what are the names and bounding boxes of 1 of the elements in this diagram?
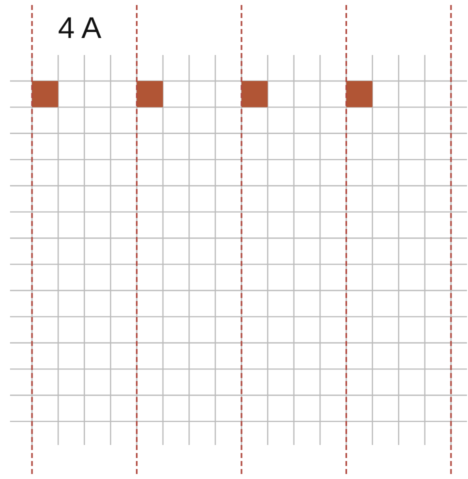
heading-label: 4 A (58, 14, 102, 44)
